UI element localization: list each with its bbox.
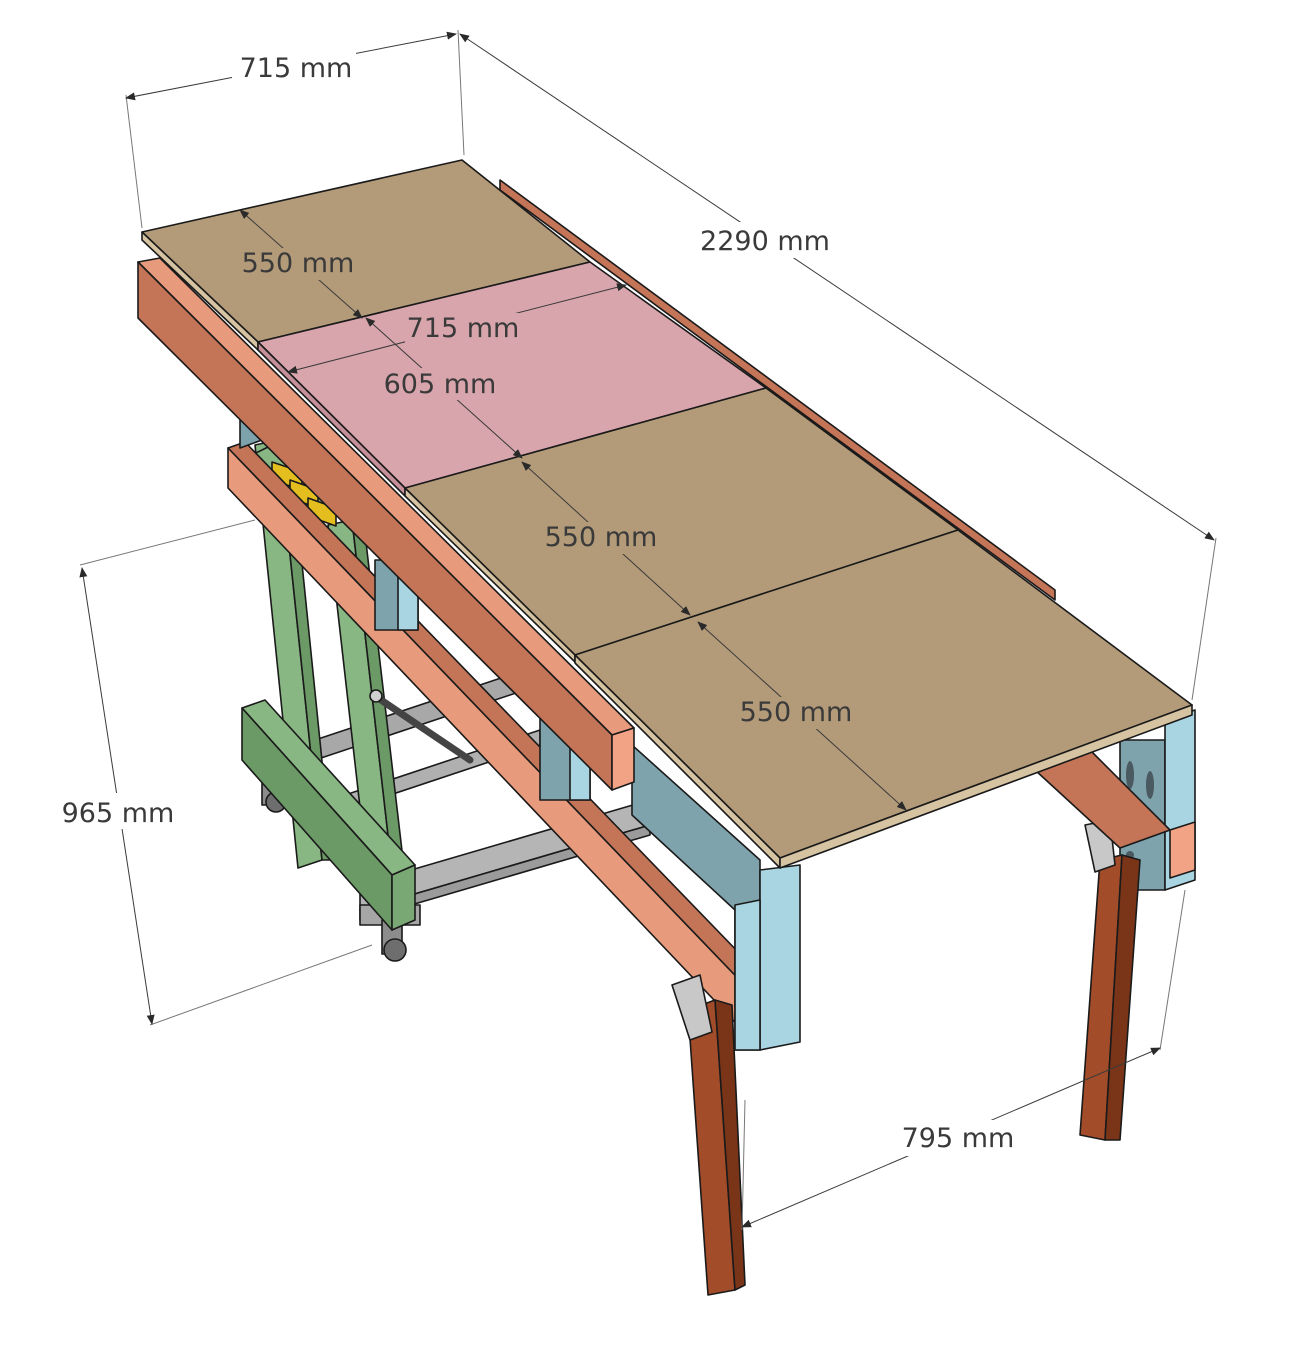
label-top-width: 715 mm — [240, 53, 353, 84]
label-panel-2: 550 mm — [545, 522, 658, 553]
label-total-length: 2290 mm — [700, 226, 830, 257]
leg-right — [1079, 819, 1141, 1141]
support-post-front — [631, 744, 801, 1051]
gas-strut — [369, 689, 474, 764]
side-rail-upper — [137, 257, 635, 791]
label-height: 965 mm — [62, 798, 175, 829]
dimension-labels: 715 mm 2290 mm 550 mm 715 mm 605 mm 550 … — [52, 50, 1020, 1156]
label-insert-width: 715 mm — [407, 313, 520, 344]
dimension-total-length — [459, 33, 1217, 701]
label-panel-3: 550 mm — [740, 697, 853, 728]
label-panel-1: 550 mm — [242, 248, 355, 279]
end-rail-right — [1034, 749, 1196, 879]
leg-front — [671, 974, 746, 1296]
label-insert-depth: 605 mm — [384, 369, 497, 400]
label-leg-span: 795 mm — [902, 1123, 1015, 1154]
